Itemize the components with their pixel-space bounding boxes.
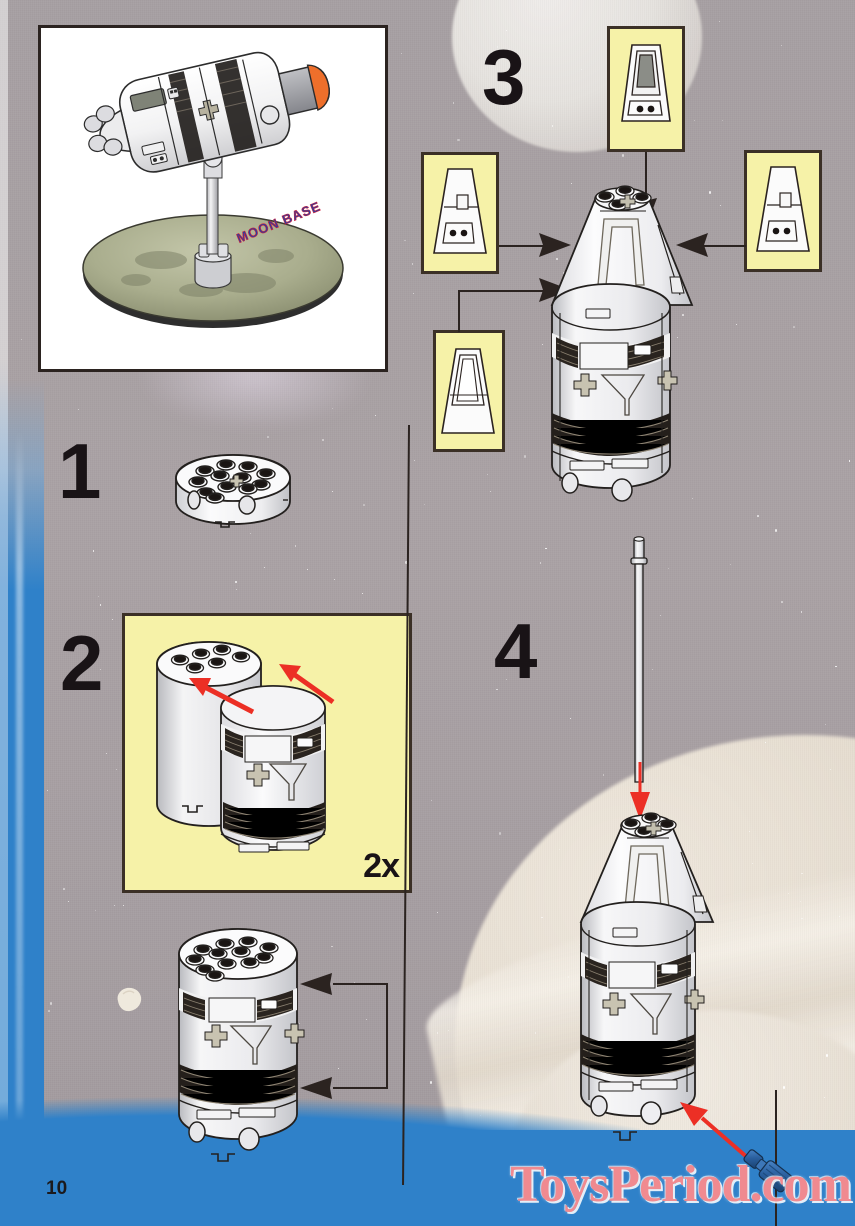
hero-artwork: MOON BASE [82,51,344,328]
step-number-3: 3 [482,33,525,121]
step3-callout-left [421,152,499,274]
step2-quantity-label: 2x [363,847,400,885]
panel-with-hatch-and-two-dots [756,166,810,252]
panel-with-window-and-two-dots [621,44,671,122]
red-arrow-rod [630,762,650,820]
step-number-1: 1 [58,427,101,515]
step3-capsule-assembly [530,185,720,515]
leader-left-horizontal [499,245,545,247]
panel-with-hatch-and-two-dots [433,168,487,254]
step-number-4: 4 [494,607,537,695]
step3-callout-top [607,26,685,152]
leader-line-vertical [386,983,388,1089]
assembly-arrow-left [189,678,255,715]
black-arrow-lower [300,1077,332,1099]
leader-right-horizontal [700,245,746,247]
page-footer-band [0,1070,855,1226]
footer-divider [775,1090,777,1226]
page-spine-highlight [16,430,23,1190]
step2-callout-box: 2x [122,613,412,893]
finished-model-photo: MOON BASE [38,25,388,372]
black-arrow-right-upper [539,233,571,257]
step1-part-round-brick [168,438,298,538]
black-arrow-right-lower [539,278,571,302]
step2-artwork [156,641,335,853]
step4-blue-connector-pin [735,1145,805,1200]
watermark: ToysPeriod.com [510,1156,852,1213]
background-asteroid [117,987,142,1012]
page-number: 10 [46,1178,68,1199]
leader-top-vertical [645,152,647,204]
leader-line-upper [333,983,388,985]
black-arrow-upper [300,973,332,995]
step4-antenna-rod [626,536,652,786]
leader-bottom-vertical [458,290,460,332]
black-arrow-left [676,233,708,257]
step3-callout-right [744,150,822,272]
panel-with-plain-hatch [441,348,495,434]
assembly-arrow-right [279,664,335,705]
leader-bottom-horizontal [458,290,546,292]
step3-callout-bottom [433,330,505,452]
step2-assembled-cylinder [165,920,340,1165]
step-number-2: 2 [60,619,103,707]
step4-capsule-assembly [565,810,740,1170]
leader-line-lower [333,1087,388,1089]
page-spine-edge [0,0,8,1226]
